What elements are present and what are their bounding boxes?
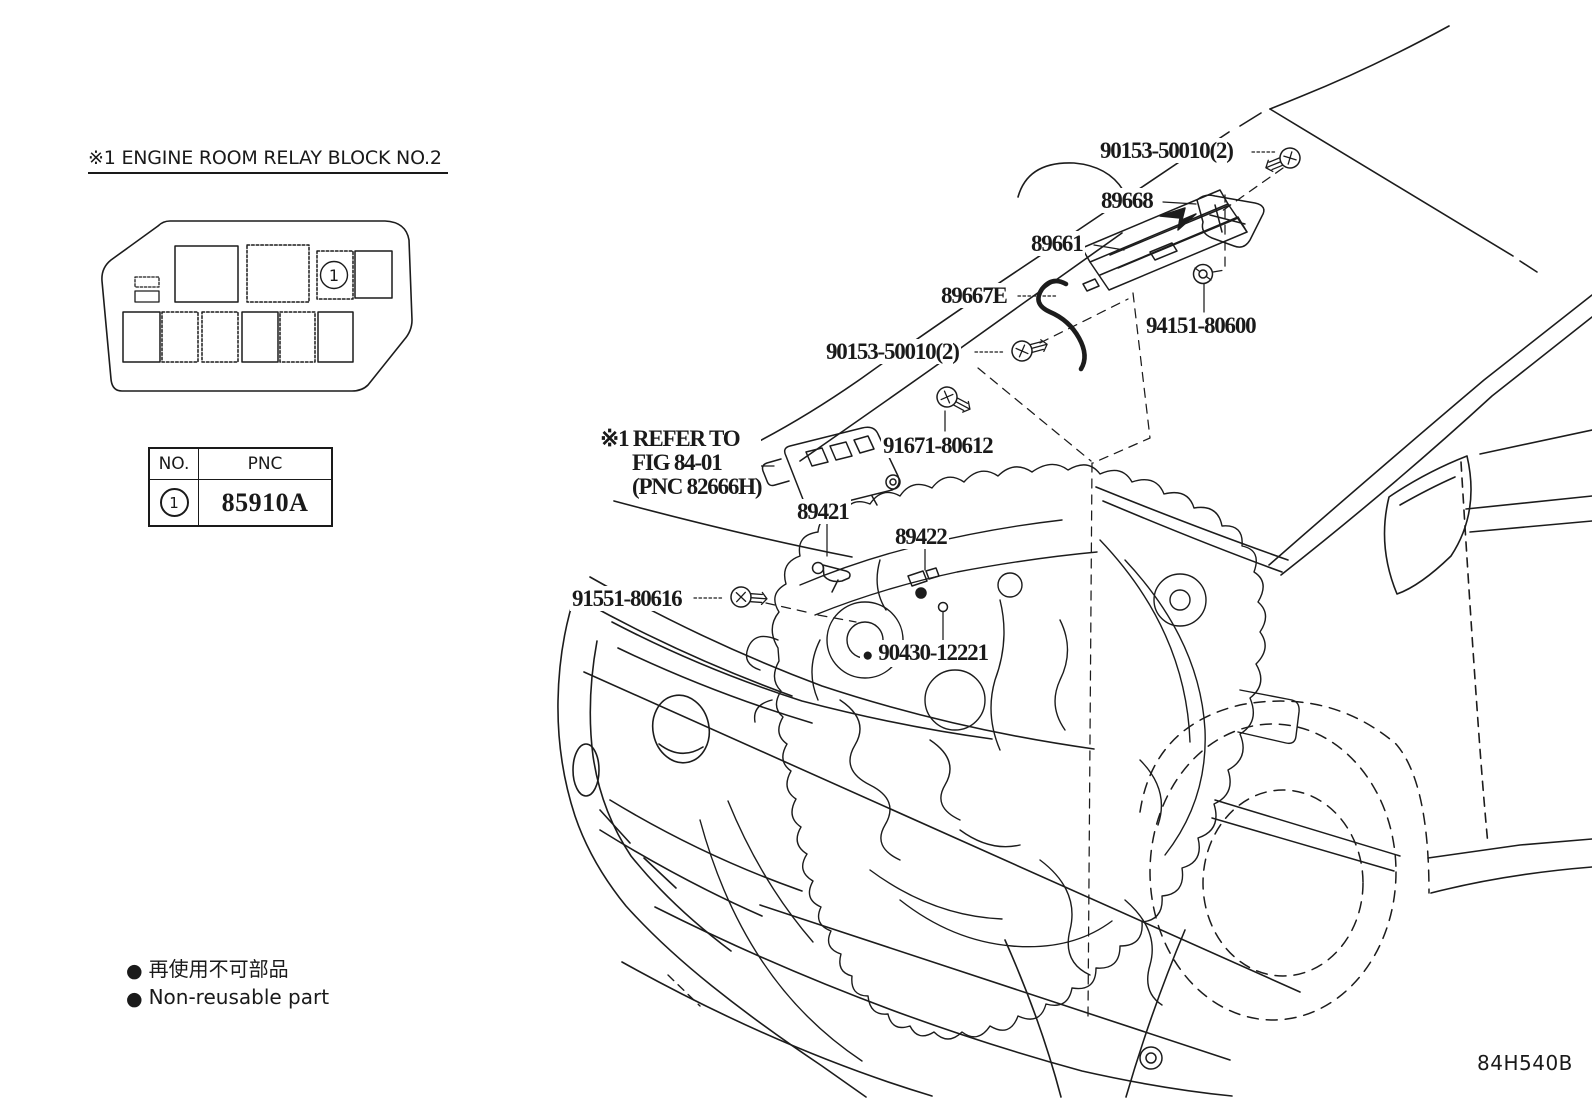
pnc-table-row-no: 1: [150, 480, 199, 525]
part-label-90153-50010-top: 90153-50010(2): [1098, 138, 1235, 164]
engine-assembly-drawing: [667, 463, 1300, 1062]
mirror-sail-panel: [1383, 455, 1472, 595]
legend-dot-jp: ●: [126, 960, 143, 982]
part-label-91671-80612: 91671-80612: [881, 433, 995, 459]
part-label-90430-text: 90430-12221: [878, 640, 989, 665]
non-reusable-dot: ●: [862, 645, 874, 666]
refer-to-line1: ※1 REFER TO: [600, 426, 741, 451]
nut-94151-drawing: [1192, 263, 1214, 285]
legend-text-jp: 再使用不可部品: [148, 957, 289, 981]
inset-callout-number: 1: [329, 266, 339, 285]
diagram-title: ※1 ENGINE ROOM RELAY BLOCK NO.2: [88, 147, 448, 174]
sensor-89422-drawing: [907, 567, 940, 599]
inset-callout-circle: [319, 260, 349, 290]
part-label-89421: 89421: [795, 499, 851, 525]
figure-code: 84H540B: [1477, 1051, 1573, 1075]
pnc-value: 85910A: [221, 487, 309, 517]
sensor-89421-drawing: [811, 561, 851, 593]
assembly-phantom-lines: [765, 167, 1284, 1017]
wheel-rim: [1202, 789, 1364, 977]
relay-unit-82666h-drawing: [761, 426, 901, 518]
screw-91671-drawing: [932, 382, 976, 419]
part-label-94151-80600: 94151-80600: [1144, 313, 1258, 339]
exploded-parts: [729, 144, 1304, 613]
screw-91551-drawing: [729, 585, 769, 610]
fender-arch: [1139, 700, 1430, 894]
door-edge-phantom: [1460, 461, 1489, 846]
front-wheel-phantom: [1139, 700, 1430, 1070]
refer-to-line2: FIG 84-01: [632, 450, 723, 475]
legend-dot-en: ●: [126, 988, 143, 1010]
front-bumper-outline: [557, 591, 867, 1098]
legend-text-en: Non-reusable part: [148, 985, 330, 1009]
callout-number-badge: 1: [159, 488, 189, 517]
pnc-table: NO. PNC 1 85910A: [148, 447, 333, 527]
legend: ●再使用不可部品 ●Non-reusable part: [126, 956, 330, 1012]
part-label-89661: 89661: [1029, 231, 1085, 257]
screw-90153-mid-drawing: [1008, 333, 1051, 365]
tire-outline: [1149, 723, 1397, 1021]
a-pillar-line: [1268, 294, 1592, 566]
legend-row-en: ●Non-reusable part: [126, 984, 329, 1012]
relay-block-inset-drawing: 1: [101, 220, 413, 392]
grille-lines: [611, 621, 993, 740]
bracket-89668-drawing: [1159, 194, 1265, 248]
cowl-lines: [1095, 486, 1289, 573]
part-label-89422: 89422: [893, 524, 949, 550]
leader-lines: [693, 151, 1284, 1017]
part-label-89668: 89668: [1099, 188, 1155, 214]
door-belt-lines: [1465, 429, 1592, 533]
pnc-table-header-no: NO.: [150, 449, 199, 480]
part-label-90153-50010-mid: 90153-50010(2): [824, 339, 961, 365]
legend-row-jp: ●再使用不可部品: [126, 956, 329, 984]
pnc-table-header-pnc: PNC: [199, 449, 331, 480]
car-body-outline: [557, 25, 1592, 1098]
part-label-89667e: 89667E: [939, 283, 1009, 309]
front-emblem: [651, 694, 711, 764]
rocker-sill-lines: [1427, 838, 1592, 894]
screw-90153-top-drawing: [1261, 144, 1304, 178]
windshield-header-line: [1269, 108, 1538, 273]
clamp-89667e-drawing: [1036, 278, 1087, 372]
roof-edge-line: [1269, 25, 1450, 110]
part-label-91551-80616: 91551-80616: [570, 586, 684, 612]
fog-lamp-pocket: [572, 743, 600, 797]
pnc-table-row-pnc: 85910A: [199, 480, 331, 525]
refer-to-note: ※1 REFER TO FIG 84-01 (PNC 82666H): [600, 426, 763, 499]
hood-front-edge: [589, 576, 1095, 750]
refer-to-line3: (PNC 82666H): [632, 474, 763, 499]
part-label-90430-12221: ●90430-12221: [860, 640, 990, 667]
stud-90430-drawing: [937, 601, 949, 613]
